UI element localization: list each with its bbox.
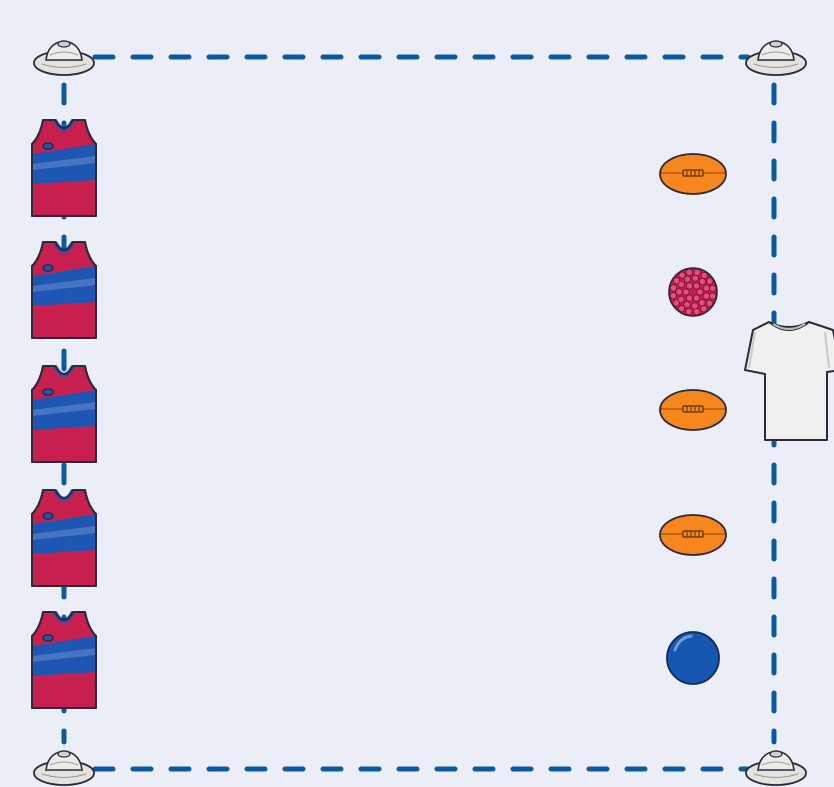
guernsey-icon — [30, 610, 98, 710]
guernsey-icon — [30, 364, 98, 464]
football-icon — [659, 514, 727, 556]
football-icon — [659, 389, 727, 431]
spiky-ball-icon — [668, 267, 718, 317]
blue-ball-icon — [666, 631, 720, 685]
guernsey-icon — [30, 118, 98, 218]
guernsey-icon — [30, 488, 98, 588]
guernsey-icon — [30, 240, 98, 340]
football-icon — [659, 153, 727, 195]
tshirt-icon — [744, 321, 834, 441]
